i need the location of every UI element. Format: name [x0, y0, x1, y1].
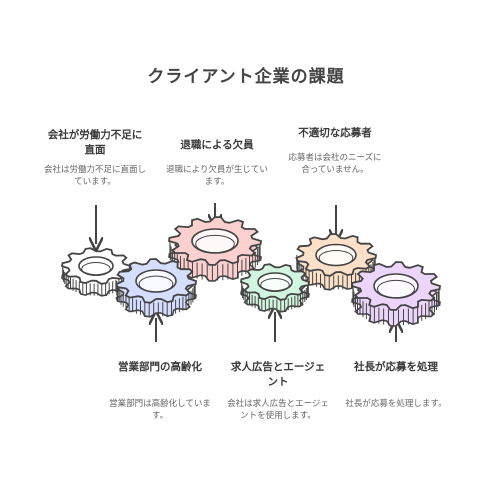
- gear-icon: [240, 263, 310, 313]
- label-aging-title: 営業部門の高齢化: [118, 361, 202, 373]
- gear-icon: [61, 247, 131, 297]
- label-president-title: 社長が応募を処理: [354, 361, 438, 373]
- label-shortage-desc: 会社は労働力不足に直面しています。: [43, 165, 146, 187]
- label-retire-title: 退職による欠員: [180, 139, 254, 151]
- page-title: クライアント企業の課題: [147, 67, 345, 87]
- label-president-desc: 社長が応募を処理します。: [345, 399, 447, 409]
- label-aging-desc: 営業部門は高齢化しています。: [109, 399, 211, 421]
- label-apply-desc: 応募者は会社のニーズに合っていません。: [288, 153, 382, 175]
- label-ads-desc: 会社は求人広告とエージェントを使用します。: [227, 399, 329, 421]
- gear-icon: [115, 258, 197, 318]
- label-retire-desc: 退職により欠員が生じています。: [166, 165, 268, 187]
- gear-icon: [351, 261, 441, 327]
- gear-icon: [295, 233, 377, 291]
- label-apply-title: 不適切な応募者: [298, 127, 372, 139]
- label-shortage-title: 会社が労働力不足に直面: [47, 129, 143, 156]
- label-ads-title: 求人広告とエージェント: [230, 361, 326, 388]
- gear-icon: [168, 216, 262, 282]
